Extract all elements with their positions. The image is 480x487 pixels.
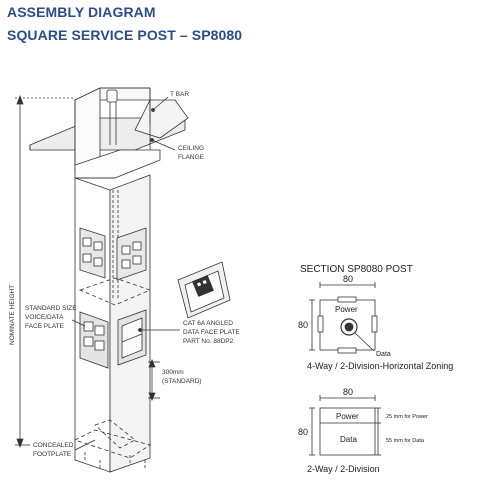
leader-ceiling-flange xyxy=(151,139,176,151)
nominate-height-label: NOMINATE HEIGHT xyxy=(9,285,16,345)
diagram-subtitle: SQUARE SERVICE POST – SP8080 xyxy=(7,27,243,43)
dim-300mm xyxy=(148,358,160,402)
cat6a-label-2: DATA FACE PLATE xyxy=(183,329,240,336)
dim-300-label-1: 300mm xyxy=(162,369,184,376)
ceiling-flange-label-1: CEILING xyxy=(178,145,204,152)
section-2-caption: 2-Way / 2-Division xyxy=(307,464,380,474)
concealed-label-2: FOOTPLATE xyxy=(33,451,72,458)
concealed-label-1: CONCEALED xyxy=(33,442,74,449)
standard-voice-data-face-plate xyxy=(79,227,106,279)
section-4-power: Power xyxy=(335,305,358,314)
diagram-title: ASSEMBLY DIAGRAM xyxy=(7,4,156,20)
standard-size-label-2: VOICE/DATA xyxy=(25,314,64,321)
t-bar-label: T BAR xyxy=(170,91,189,98)
leader-footplate xyxy=(74,439,96,451)
right-face-plate xyxy=(116,227,147,281)
upper-post xyxy=(74,87,151,173)
section-2-width: 80 xyxy=(343,387,353,397)
dim-300-label-2: (STANDARD) xyxy=(162,378,202,385)
section-2-height: 80 xyxy=(298,427,308,437)
section-2-data-dim: 55 mm for Data xyxy=(386,438,425,444)
section-4-caption: 4-Way / 2-Division-Horizontal Zoning xyxy=(307,361,453,371)
leader-standard-plate xyxy=(71,319,86,327)
section-2-power-dim: 25 mm for Power xyxy=(386,414,428,420)
cat6a-angled-plate-on-post xyxy=(117,309,147,366)
standard-size-label-3: FACE PLATE xyxy=(25,323,65,330)
ceiling-flange-label-2: FLANGE xyxy=(178,154,205,161)
section-title: SECTION SP8080 POST xyxy=(300,264,413,275)
section-4-data: Data xyxy=(376,351,391,358)
leader-t-bar xyxy=(152,96,169,111)
cat6a-detail xyxy=(177,261,231,319)
section-2-data: Data xyxy=(340,435,357,444)
cat6a-label-3: PART No. 88DP2 xyxy=(183,338,234,345)
nominate-height-dimension xyxy=(15,94,75,449)
section-2-way xyxy=(309,395,381,456)
concealed-footplate xyxy=(73,419,151,470)
section-2-power: Power xyxy=(336,412,359,421)
cat6a-label-1: CAT 6A ANGLED xyxy=(183,320,233,327)
section-4-height: 80 xyxy=(298,320,308,330)
section-4-way xyxy=(309,282,378,354)
standard-size-label-1: STANDARD SIZE xyxy=(25,305,77,312)
section-4-width: 80 xyxy=(343,274,353,284)
lower-voice-data-face-plate xyxy=(79,311,109,369)
section-plane xyxy=(78,277,152,306)
